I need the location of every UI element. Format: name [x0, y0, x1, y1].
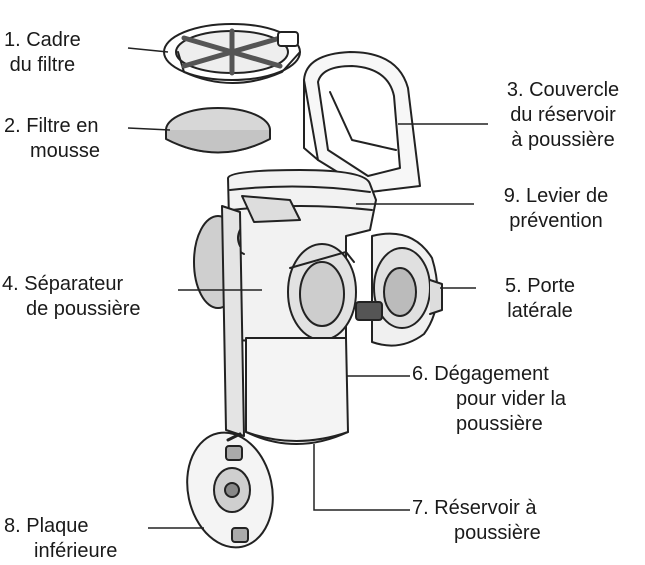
- filter-frame-part: [164, 24, 300, 83]
- label-side-door: 5. Porte latérale: [480, 274, 600, 324]
- side-door-part: [356, 234, 442, 346]
- leader-line-7: [314, 444, 410, 510]
- leader-line-2: [128, 128, 170, 130]
- leader-line-1: [128, 48, 168, 52]
- label-bottom-plate: 8. Plaque inférieure: [4, 514, 117, 564]
- bottom-plate-part: [177, 425, 283, 556]
- label-filter-frame: 1. Cadre du filtre: [4, 28, 81, 78]
- label-bin-lid: 3. Couvercle du réservoir à poussière: [488, 78, 638, 153]
- label-dust-bin: 7. Réservoir à poussière: [412, 496, 541, 546]
- label-foam-filter: 2. Filtre en mousse: [4, 114, 100, 164]
- main-body-part: [194, 170, 376, 444]
- label-prevention-lever: 9. Levier de prévention: [476, 184, 636, 234]
- label-dust-release: 6. Dégagement pour vider la poussière: [412, 362, 566, 437]
- label-dust-separator: 4. Séparateur de poussière: [2, 272, 141, 322]
- foam-filter-part: [166, 108, 270, 153]
